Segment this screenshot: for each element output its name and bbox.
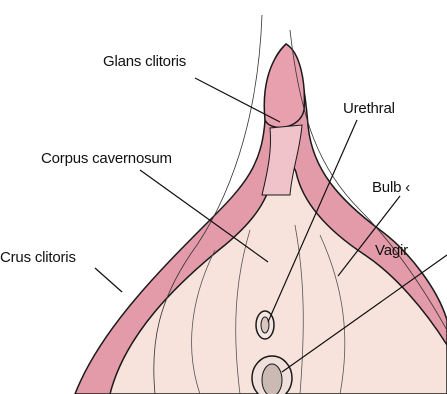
vaginal-opening-inner [262, 364, 282, 394]
urethral-opening-inner [261, 317, 269, 333]
label-bulb: Bulb ‹ [372, 180, 410, 195]
label-crus-clitoris: Crus clitoris [0, 250, 76, 265]
label-urethral: Urethral [343, 101, 395, 116]
label-glans-clitoris: Glans clitoris [103, 54, 186, 69]
label-corpus-cavernosum: Corpus cavernosum [41, 151, 172, 166]
label-vagina: Vagir [375, 243, 408, 258]
